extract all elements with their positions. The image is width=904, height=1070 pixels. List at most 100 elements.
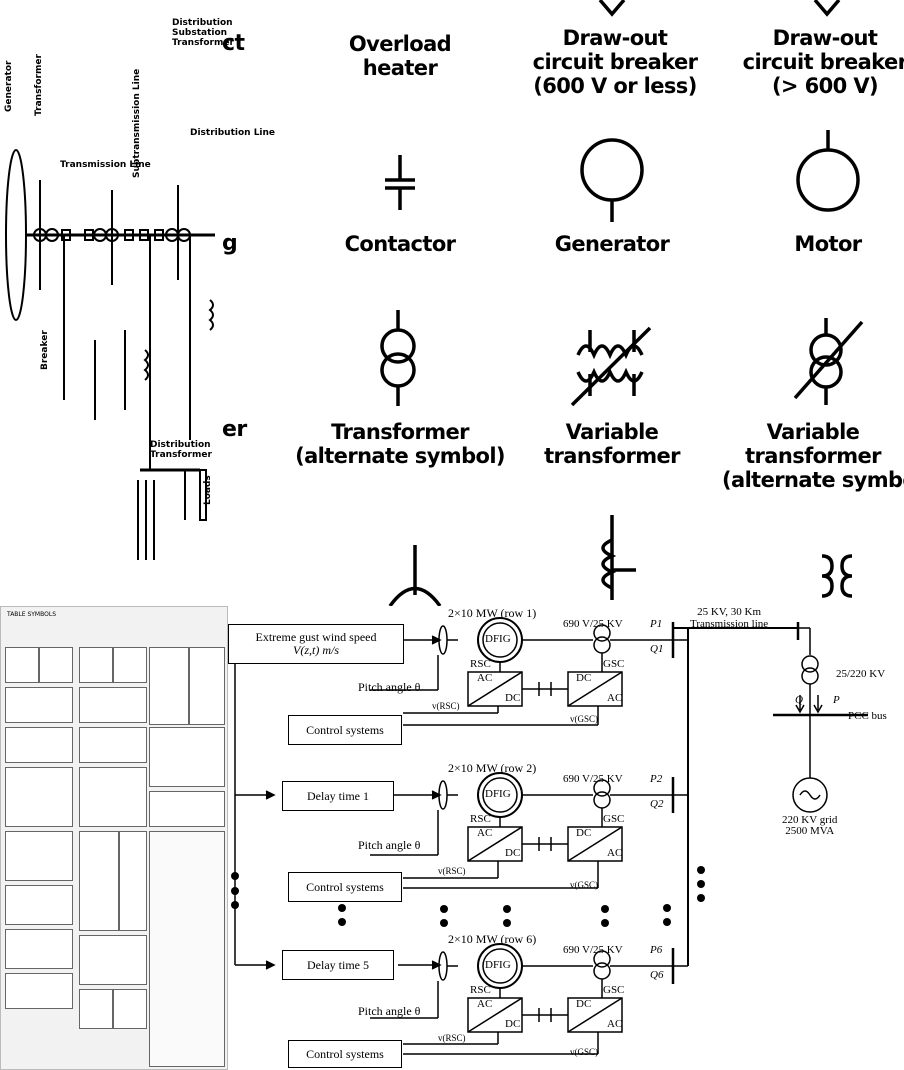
ac-label-1b: AC bbox=[607, 692, 623, 704]
generator-label: Generator bbox=[554, 232, 670, 256]
q1-label: Q1 bbox=[650, 643, 664, 655]
ellipsis-dot bbox=[440, 919, 448, 927]
table-cell bbox=[149, 791, 225, 827]
table-cell bbox=[5, 973, 73, 1009]
turbine-row-1 bbox=[370, 617, 688, 726]
xfmr-rating-label: 25/220 KV bbox=[836, 668, 886, 680]
p1-label: P1 bbox=[650, 618, 663, 630]
ps-label-transformer: Transformer bbox=[34, 54, 44, 116]
gsc-label-1: GSC bbox=[603, 658, 625, 670]
dc-label-2a: DC bbox=[505, 847, 521, 859]
dfig-label-1: DFIG bbox=[485, 633, 511, 645]
dc-label-6b: DC bbox=[576, 998, 592, 1010]
motor-label: Motor bbox=[794, 232, 862, 256]
table-cell bbox=[5, 647, 39, 683]
turbine-row-2 bbox=[370, 772, 688, 889]
partial-label-ct: ct bbox=[222, 31, 245, 56]
dc-label-2b: DC bbox=[576, 827, 592, 839]
delay-time-1-box: Delay time 1 bbox=[282, 781, 394, 811]
dc-label-1a: DC bbox=[505, 692, 521, 704]
ps-label-loads: Loads bbox=[203, 475, 213, 505]
grid-xfmr-icon bbox=[801, 655, 819, 673]
table-cell bbox=[79, 727, 147, 763]
partial-coil-symbol-icon bbox=[601, 515, 636, 600]
rsc-label-6: RSC bbox=[470, 984, 491, 996]
table-cell bbox=[5, 687, 73, 723]
row2-label: 2×10 MW (row 2) bbox=[448, 761, 537, 775]
symbol-chart-graphics bbox=[380, 0, 864, 606]
ac-label-6b: AC bbox=[607, 1018, 623, 1030]
kv-label-1: 690 V/25 KV bbox=[563, 618, 623, 630]
ps-label-dist-xfmr: Distribution Transformer bbox=[150, 440, 212, 460]
pitch-label-6: Pitch angle θ bbox=[358, 1004, 421, 1018]
v-rsc-label-2: v(RSC) bbox=[438, 866, 466, 876]
contactor-label: Contactor bbox=[344, 232, 456, 256]
table-cell bbox=[5, 929, 73, 969]
contactor-icon bbox=[385, 155, 415, 210]
pitch-label-1: Pitch angle θ bbox=[358, 680, 421, 694]
v-gsc-label-6: v(GSC) bbox=[570, 1047, 599, 1057]
q-flow-label: Q bbox=[795, 694, 803, 706]
ellipsis-dot bbox=[697, 866, 705, 874]
v-rsc-label-1: v(RSC) bbox=[432, 701, 460, 711]
table-cell bbox=[5, 885, 73, 925]
ellipsis-dot bbox=[503, 905, 511, 913]
ellipsis-dot bbox=[231, 887, 239, 895]
table-title: TABLE SYMBOLS bbox=[7, 611, 56, 618]
breaker-squares-icon bbox=[61, 229, 164, 241]
turbine-row-6 bbox=[370, 943, 688, 1055]
ps-label-distribution-line: Distribution Line bbox=[190, 128, 276, 138]
ellipsis-dot bbox=[663, 918, 671, 926]
table-cell bbox=[79, 831, 119, 931]
ps-label-substation: Distribution Substation Transformer bbox=[172, 18, 234, 48]
ps-label-generator: Generator bbox=[4, 60, 14, 112]
ac-label-2a: AC bbox=[477, 827, 493, 839]
ellipsis-dot bbox=[503, 919, 511, 927]
ellipsis-dot bbox=[231, 901, 239, 909]
table-cell bbox=[149, 647, 189, 725]
ac-label-2b: AC bbox=[607, 847, 623, 859]
table-cell bbox=[5, 831, 73, 881]
v-gsc-label-2: v(GSC) bbox=[570, 880, 599, 890]
partial-label-g: g bbox=[222, 231, 238, 256]
generator-icon bbox=[580, 138, 644, 222]
table-cell bbox=[79, 647, 113, 683]
q2-label: Q2 bbox=[650, 798, 664, 810]
v-gsc-label-1: v(GSC) bbox=[570, 714, 599, 724]
v-rsc-label-6: v(RSC) bbox=[438, 1033, 466, 1043]
dfig-label-6: DFIG bbox=[485, 959, 511, 971]
rsc-label-2: RSC bbox=[470, 813, 491, 825]
table-cell bbox=[149, 727, 225, 787]
control-systems-box-2: Control systems bbox=[288, 872, 402, 902]
ellipsis-dot bbox=[697, 894, 705, 902]
ps-label-subtransmission: Subtransmission Line bbox=[132, 68, 142, 178]
gsc-label-2: GSC bbox=[603, 813, 625, 825]
ellipsis-dot bbox=[601, 905, 609, 913]
table-cell bbox=[79, 767, 147, 827]
delay-time-5-box: Delay time 5 bbox=[282, 950, 394, 980]
ellipsis-dot bbox=[338, 918, 346, 926]
dc-label-1b: DC bbox=[576, 672, 592, 684]
row1-label: 2×10 MW (row 1) bbox=[448, 606, 537, 620]
p2-label: P2 bbox=[650, 773, 663, 785]
p6-label: P6 bbox=[650, 944, 663, 956]
table-cell bbox=[39, 647, 73, 683]
ellipsis-dot bbox=[663, 904, 671, 912]
xfmr-icon bbox=[593, 624, 611, 642]
transformer-alt-label: Transformer(alternate symbol) bbox=[295, 420, 505, 468]
dc-label-6a: DC bbox=[505, 1018, 521, 1030]
ac-label-1a: AC bbox=[477, 672, 493, 684]
variable-transformer-icon bbox=[570, 326, 652, 407]
ac-label-6a: AC bbox=[477, 998, 493, 1010]
table-cell bbox=[79, 687, 147, 723]
ps-label-transmission: Transmission Line bbox=[60, 160, 151, 170]
pcc-bus-label: PCC bus bbox=[848, 710, 887, 722]
pitch-label-2: Pitch angle θ bbox=[358, 838, 421, 852]
